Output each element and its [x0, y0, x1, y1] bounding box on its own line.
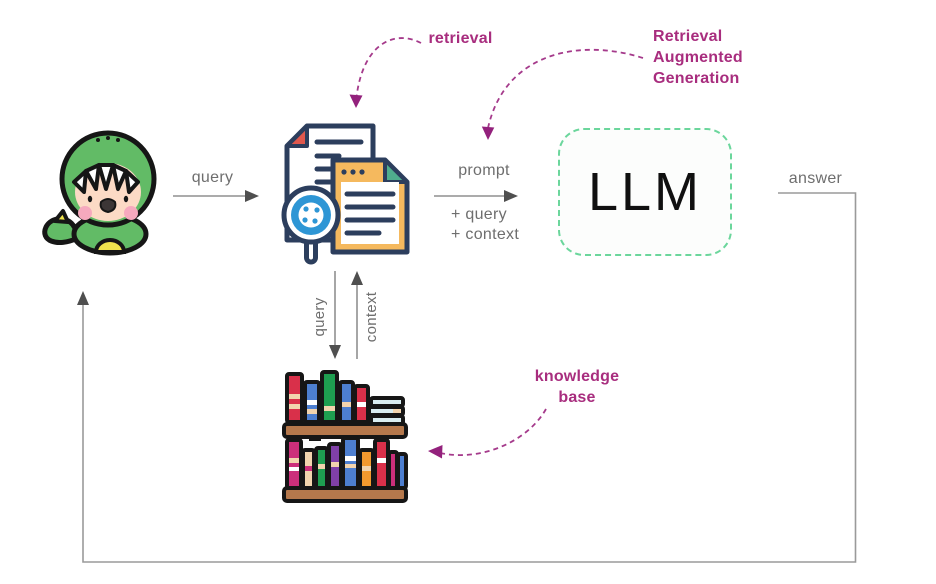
user-avatar: [38, 126, 173, 256]
documents-search-icon: [281, 123, 410, 265]
knowledge-base-callout-arrow: [428, 408, 547, 459]
kb-label-line1: knowledge: [534, 368, 620, 385]
arrowhead-right: [245, 190, 259, 202]
arrowhead-up: [351, 271, 363, 285]
prompt-arrow: [434, 190, 518, 202]
arrowhead-down: [481, 126, 495, 140]
query-down-arrow: [329, 271, 341, 359]
rag-label-line2: Augmented: [653, 49, 743, 66]
query-label: query: [191, 169, 234, 186]
dino-kid-avatar-icon: [42, 130, 157, 256]
answer-loop: [77, 192, 857, 563]
context-up-label: context: [363, 291, 380, 343]
knowledge-base: [281, 362, 413, 504]
retrieval-docs: [281, 120, 413, 265]
rag-label-line3: Generation: [653, 70, 740, 87]
prompt-label: prompt: [458, 162, 510, 179]
answer-label: answer: [788, 170, 843, 187]
retrieval-label: retrieval: [428, 30, 493, 47]
arrowhead-right: [504, 190, 518, 202]
retrieval-callout-arrow: [349, 37, 422, 108]
plus-query-label: + query: [451, 206, 507, 223]
arrowhead-left: [428, 445, 443, 459]
plus-context-label: + context: [451, 226, 520, 243]
kb-label-line2: base: [558, 389, 596, 406]
arrowhead-down: [349, 94, 363, 108]
llm-box: LLM: [558, 128, 732, 256]
bookshelf-icon: [282, 370, 408, 503]
arrowhead-up: [77, 291, 89, 305]
llm-label: LLM: [587, 162, 703, 222]
query-down-label: query: [311, 297, 328, 337]
context-up-arrow: [351, 271, 363, 359]
rag-callout-arrow: [481, 48, 644, 140]
query-arrow: [173, 190, 259, 202]
rag-label: Retrieval Augmented Generation: [653, 26, 763, 89]
arrowhead-down: [329, 345, 341, 359]
knowledge-base-label: knowledge base: [518, 366, 636, 408]
rag-label-line1: Retrieval: [653, 28, 723, 45]
